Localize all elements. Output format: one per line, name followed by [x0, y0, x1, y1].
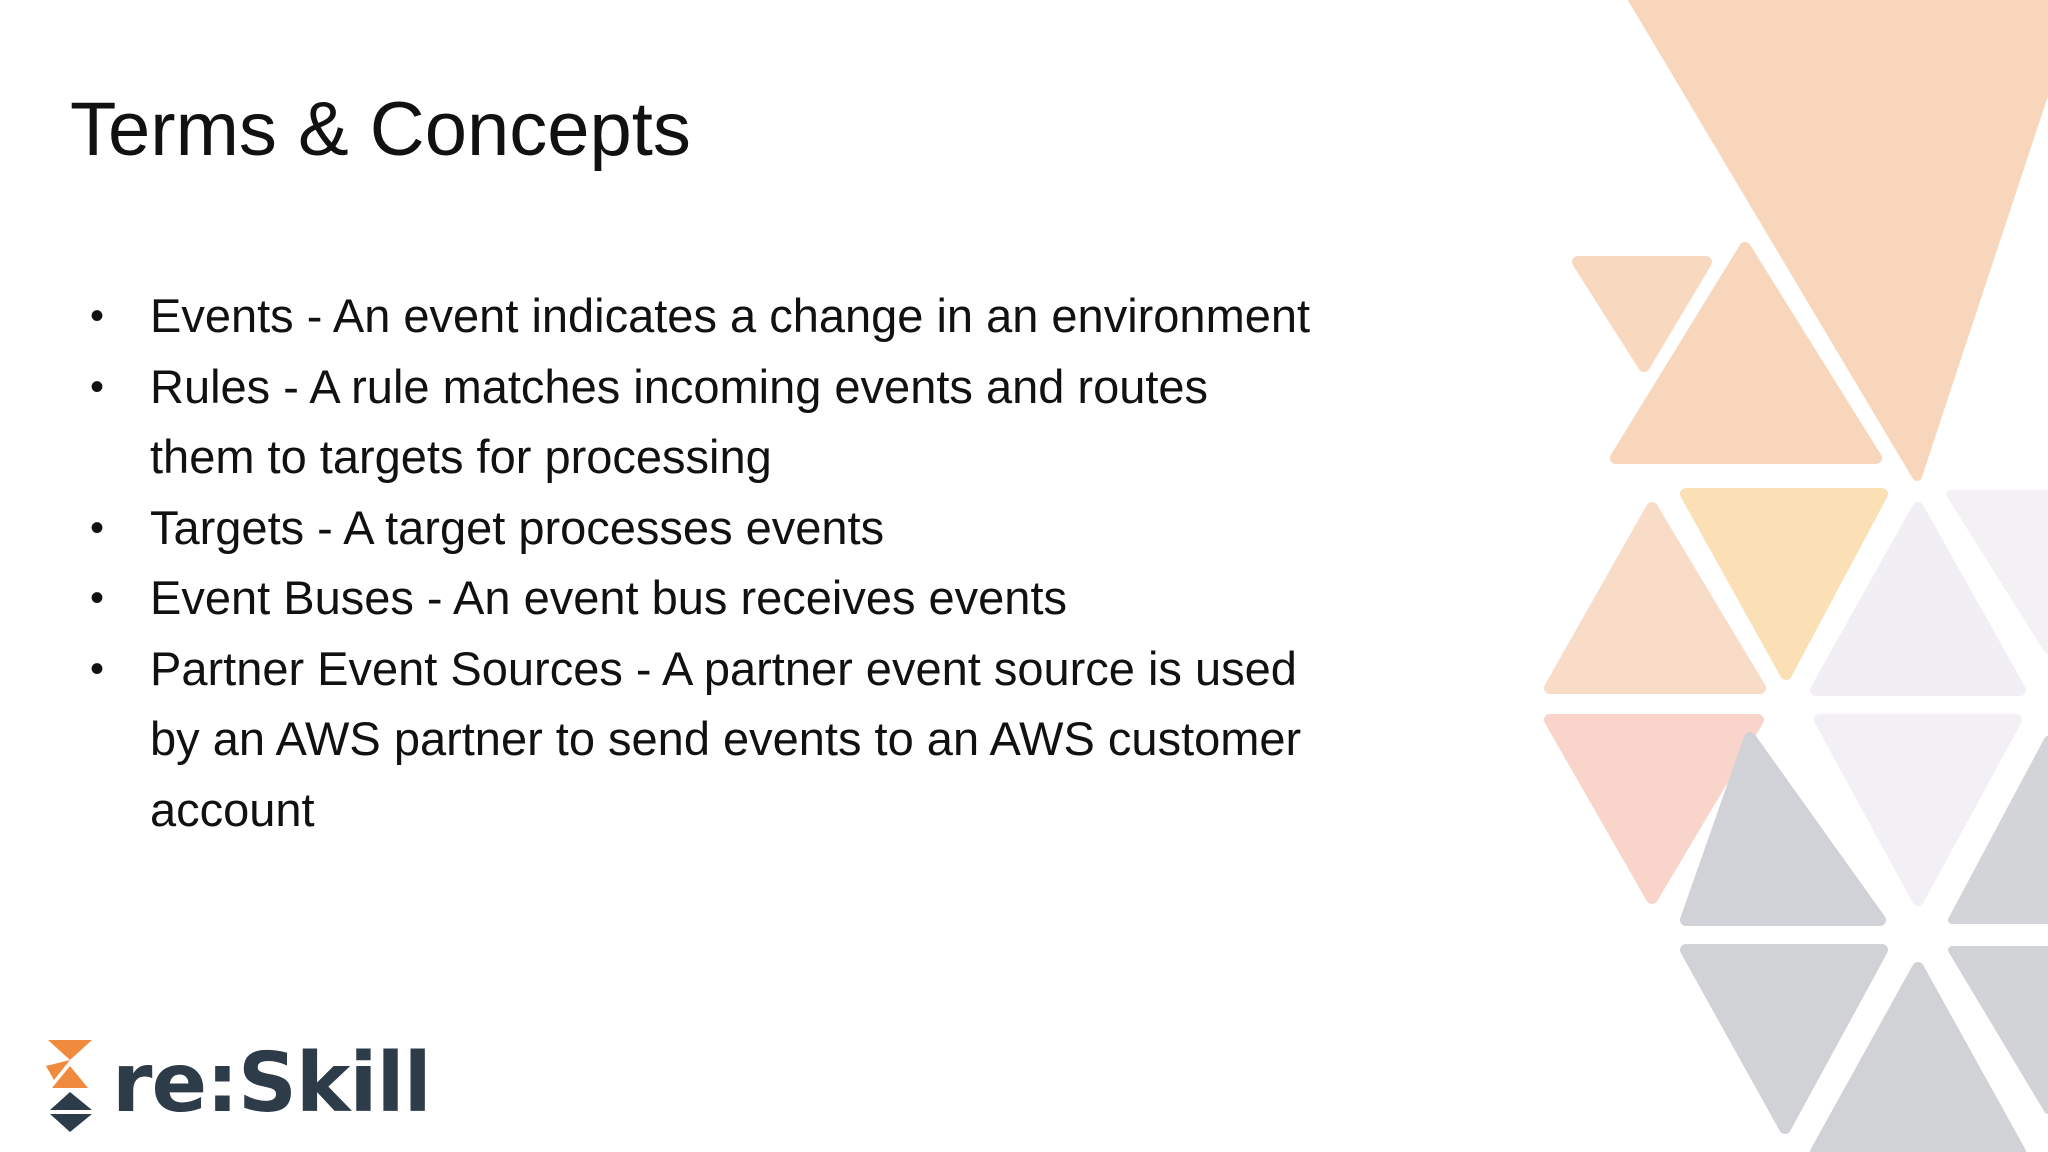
triangle-gray-edge-up	[1948, 736, 2048, 924]
reskill-logo-text: re:Skill	[112, 1036, 432, 1131]
triangle-gray-edge-down	[1948, 946, 2048, 1114]
bullet-glyph: •	[90, 646, 105, 691]
triangle-yellow	[1680, 488, 1888, 680]
bullet-text: Targets - A target processes events	[150, 500, 885, 554]
bullet-glyph: •	[90, 364, 105, 409]
bullet-list: • Events - An event indicates a change i…	[90, 281, 1320, 845]
bullet-glyph: •	[90, 505, 105, 550]
bullet-glyph: •	[90, 294, 105, 338]
triangle-up-row2-left	[1544, 502, 1766, 694]
triangle-lavender-edge	[1946, 490, 2048, 654]
triangle-gray-up	[1680, 732, 1886, 926]
triangle-small-left	[1572, 256, 1712, 372]
triangle-gray-up-row4	[1810, 962, 2026, 1152]
triangle-pink	[1544, 714, 1764, 904]
slide-title: Terms & Concepts	[70, 87, 691, 172]
triangle-lavender-down	[1814, 714, 2022, 906]
triangle-gray-down	[1680, 944, 1888, 1134]
reskill-logo-mark-icon	[46, 1040, 92, 1132]
decorative-triangles	[1544, 0, 2048, 1152]
bullet-text: Partner Event Sources - A partner event …	[150, 641, 1302, 836]
triangle-large-top	[1627, 0, 2048, 481]
bullet-item-event-buses: • Event Buses - An event bus receives ev…	[90, 563, 1320, 634]
triangle-lavender-up	[1810, 502, 2026, 696]
bullet-item-targets: • Targets - A target processes events	[90, 493, 1320, 564]
bullet-item-events: • Events - An event indicates a change i…	[90, 281, 1320, 352]
bullet-glyph: •	[90, 576, 105, 620]
triangle-up-row1	[1610, 242, 1882, 464]
bullet-text: Events - An event indicates a change in …	[150, 289, 1311, 342]
bullet-text: Event Buses - An event bus receives even…	[150, 571, 1068, 624]
reskill-logo: re:Skill	[44, 1034, 432, 1134]
bullet-item-rules: • Rules - A rule matches incoming events…	[90, 352, 1320, 493]
bullet-text: Rules - A rule matches incoming events a…	[150, 359, 1209, 484]
bullet-item-partner-event-sources: • Partner Event Sources - A partner even…	[90, 634, 1320, 846]
